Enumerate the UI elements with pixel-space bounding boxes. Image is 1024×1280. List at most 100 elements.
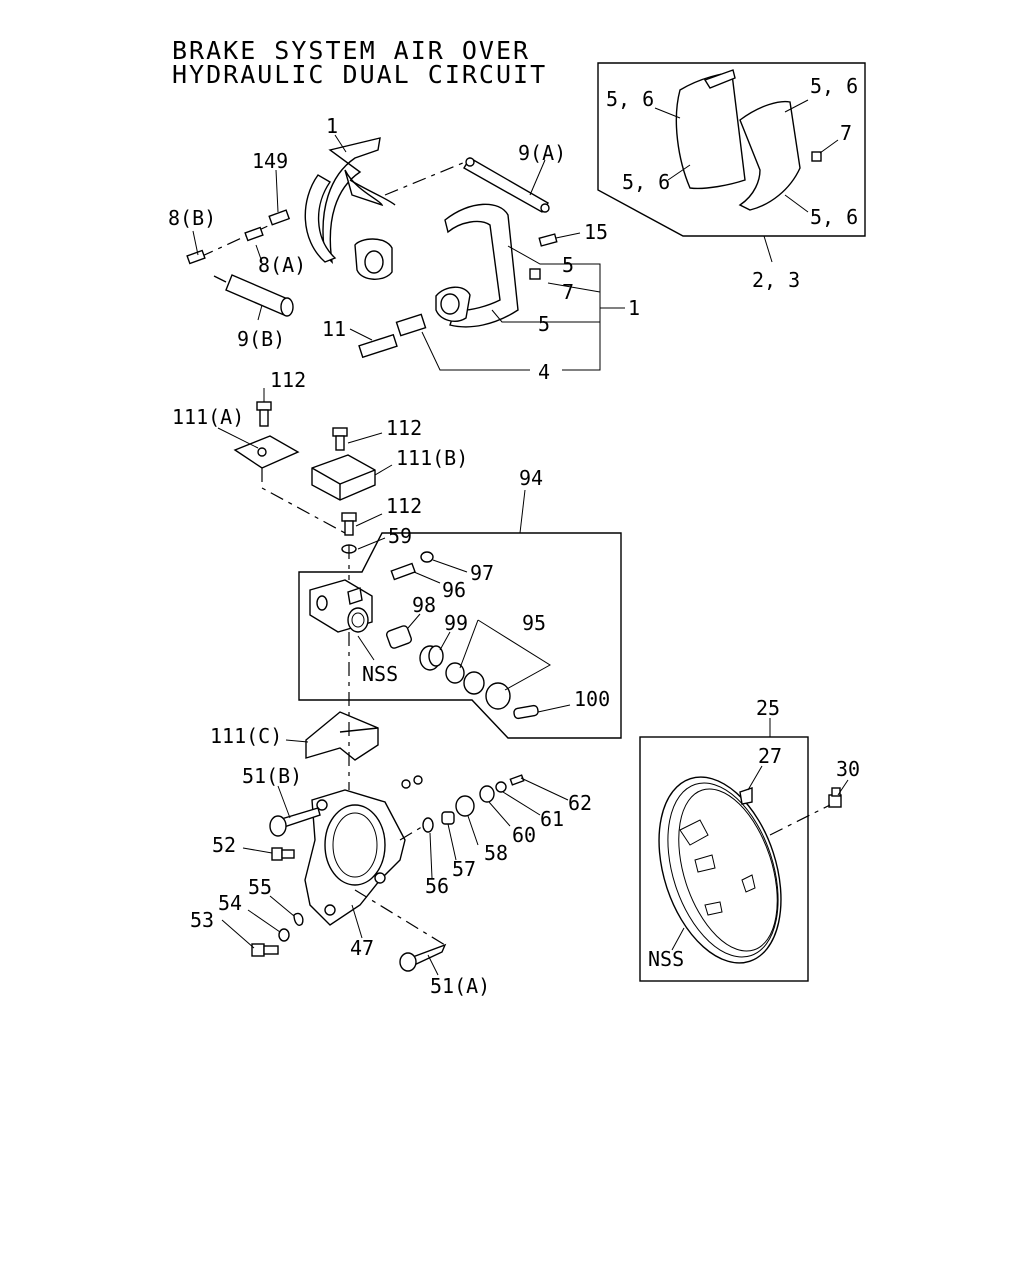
backing-plate-frame [639,736,809,982]
nut-61 [495,781,507,793]
bolt-53 [251,943,279,957]
backing-plate-25 [658,776,782,964]
cap-58 [455,795,475,817]
callout-59: 59 [388,524,412,548]
callout-111a: 111(A) [172,405,244,429]
spring-9a [463,157,550,213]
ring-56 [422,817,434,833]
rivet-7 [529,268,541,280]
callout-52: 52 [212,833,236,857]
callout-7: 7 [562,280,574,304]
pin-15 [538,233,558,247]
callout-55: 55 [248,875,272,899]
callout-53: 53 [190,908,214,932]
bushing-4 [395,313,427,337]
plug-27 [739,787,753,805]
callout-111b: 111(B) [396,446,468,470]
callout-51b: 51(B) [242,764,302,788]
callout-112-c: 112 [386,494,422,518]
callout-5-upper: 5 [562,253,574,277]
bolt-51b [269,807,321,837]
callout-2-3: 2, 3 [752,268,800,292]
callout-99: 99 [444,611,468,635]
callout-98: 98 [412,593,436,617]
spring-57 [441,811,455,825]
brake-lining-left [675,69,746,190]
pin-8a [244,226,264,242]
bolt-51a [399,943,447,972]
pin-11 [358,333,398,359]
callout-54: 54 [218,891,242,915]
callout-1: 1 [326,114,338,138]
callout-9b: 9(B) [237,327,285,351]
brake-shoe-right [435,203,519,328]
bolt-112-b [332,427,348,451]
callout-5-6-bottom-left: 5, 6 [622,170,670,194]
callout-8a: 8(A) [258,253,306,277]
cap-97 [420,551,434,563]
bracket-111b [311,454,376,501]
callout-5-6-top-left: 5, 6 [606,87,654,111]
pin-8b [186,249,206,265]
callout-27: 27 [758,744,782,768]
callout-5-lower: 5 [538,312,550,336]
label-nss-cylinder: NSS [362,662,398,686]
clip-55 [293,912,304,926]
callout-11: 11 [322,317,346,341]
callout-30: 30 [836,757,860,781]
wheel-cylinder-body [309,579,373,633]
callout-61: 61 [540,807,564,831]
callout-25: 25 [756,696,780,720]
callout-60: 60 [512,823,536,847]
callout-112-a: 112 [270,368,306,392]
callout-100: 100 [574,687,610,711]
seals-95 [445,662,511,710]
callout-15: 15 [584,220,608,244]
rivet-7-kit [811,151,822,162]
callout-95: 95 [522,611,546,635]
callout-9a: 9(A) [518,141,566,165]
spring-98 [386,625,412,649]
pin-62 [509,774,525,786]
callout-51a: 51(A) [430,974,490,998]
nuts-top [401,775,423,789]
pin-149 [268,209,291,226]
callout-47: 47 [350,936,374,960]
pushrod-100 [513,704,539,720]
diagram-title-line-1: BRAKE SYSTEM AIR OVER [172,36,531,65]
callout-8b: 8(B) [168,206,216,230]
brake-lining-right [738,100,801,211]
washer-54 [278,928,290,942]
callout-7-kit: 7 [840,121,852,145]
callout-94: 94 [519,466,543,490]
callout-56: 56 [425,874,449,898]
callout-112-b: 112 [386,416,422,440]
wheel-cylinder-frame [298,532,622,739]
bleeder-96 [390,562,416,581]
lining-kit-frame [597,62,866,237]
callout-149: 149 [252,149,288,173]
callout-58: 58 [484,841,508,865]
diagram-title-line-2: HYDRAULIC DUAL CIRCUIT [172,60,548,89]
bolt-112-a [256,401,272,427]
callout-57: 57 [452,857,476,881]
bolt-30 [828,787,842,808]
callout-4: 4 [538,360,550,384]
bolt-112-c [341,512,357,536]
callout-97: 97 [470,561,494,585]
callout-1-right: 1 [628,296,640,320]
callout-5-6-bottom-right: 5, 6 [810,205,858,229]
piston-99 [419,645,444,671]
label-nss-backing-plate: NSS [648,947,684,971]
callout-111c: 111(C) [210,724,282,748]
washer-60 [479,785,495,803]
brake-shoe-left [304,137,396,280]
callout-5-6-top-right: 5, 6 [810,74,858,98]
callout-96: 96 [442,578,466,602]
callout-62: 62 [568,791,592,815]
bolt-52 [271,847,295,861]
bracket-111c [305,711,379,761]
anchor-housing-47 [304,789,406,926]
spring-9b [213,274,294,317]
